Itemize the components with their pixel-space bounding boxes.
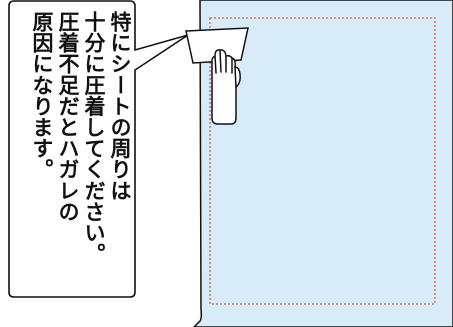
blue-sheet — [192, 0, 453, 327]
squeegee-icon — [185, 27, 249, 64]
dotted-guide — [209, 17, 436, 305]
hand-icon — [211, 49, 241, 125]
speech-bubble — [8, 0, 189, 298]
